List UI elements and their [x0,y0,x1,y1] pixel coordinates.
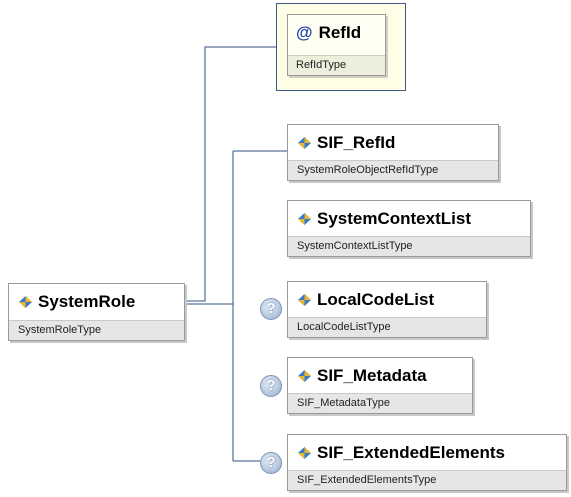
optional-marker-icon: ? [260,375,282,397]
child-element-box[interactable]: SystemContextList SystemContextListType [287,200,531,257]
element-icon [19,296,32,308]
root-element-box[interactable]: SystemRole SystemRoleType [8,283,185,341]
element-icon [298,213,311,225]
child-element-box[interactable]: SIF_RefId SystemRoleObjectRefIdType [287,124,499,181]
optional-marker-icon: ? [260,452,282,474]
child-element-type: SystemRoleObjectRefIdType [288,160,498,180]
root-element-name: SystemRole [38,292,136,311]
child-element-name: SIF_Metadata [317,366,427,385]
child-element-name: SIF_RefId [317,133,396,152]
child-element-name: LocalCodeList [317,290,435,309]
child-element-type: SystemContextListType [288,236,530,256]
child-element-name: SystemContextList [317,209,471,228]
child-element-box[interactable]: SIF_ExtendedElements SIF_ExtendedElement… [287,434,567,491]
child-element-type: LocalCodeListType [288,317,486,337]
element-icon [298,370,311,382]
attribute-type: RefIdType [288,55,385,75]
attribute-connector [187,46,276,302]
element-icon [298,447,311,459]
attribute-box-refid[interactable]: @ RefId RefIdType [287,14,386,76]
child-element-name: SIF_ExtendedElements [317,443,506,462]
attribute-icon: @ [296,23,313,42]
attribute-name: RefId [318,23,362,42]
child-element-type: SIF_ExtendedElementsType [288,470,566,490]
optional-marker-icon: ? [260,298,282,320]
child-element-box[interactable]: SIF_Metadata SIF_MetadataType [287,357,473,414]
root-element-type: SystemRoleType [9,320,184,340]
element-icon [298,137,311,149]
child-element-box[interactable]: LocalCodeList LocalCodeListType [287,281,487,338]
element-icon [298,294,311,306]
attributes-group: @ RefId RefIdType [276,3,406,91]
child-element-type: SIF_MetadataType [288,393,472,413]
